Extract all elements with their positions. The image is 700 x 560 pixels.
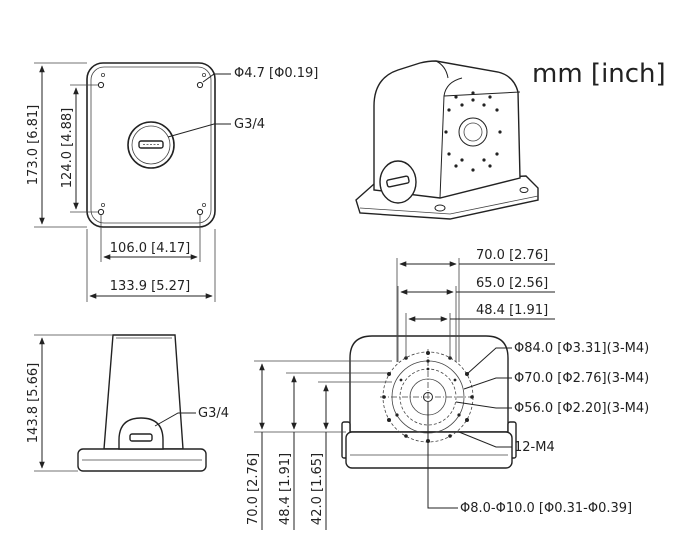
front-center-hole-label: Φ8.0-Φ10.0 [Φ0.31-Φ0.39] [460,501,632,516]
front-pcd84-label: Φ84.0 [Φ3.31](3-M4) [514,341,649,356]
top-height-inner-label: 124.0 [4.88] [60,108,75,188]
top-view-outline [86,62,216,228]
side-port-label: G3/4 [198,406,229,421]
iso-view [355,60,539,220]
front-base [345,431,513,469]
front-body [349,335,509,433]
front-h70-label: 70.0 [2.76] [246,453,261,525]
mount-hole [196,81,204,89]
front-w70-label: 70.0 [2.76] [476,248,548,263]
front-view: 70.0 [2.76] 65.0 [2.56] 48.4 [1.91] Φ84.… [246,248,649,530]
front-h48-label: 48.4 [1.91] [278,453,293,525]
front-thread-label: 12-M4 [514,440,555,455]
front-w48-label: 48.4 [1.91] [476,303,548,318]
top-port-label: G3/4 [234,117,265,132]
mount-hole [196,208,204,216]
iso-body [373,60,521,199]
front-pcd70-label: Φ70.0 [Φ2.76](3-M4) [514,371,649,386]
mount-hole [97,81,105,89]
front-w65-label: 65.0 [2.56] [476,276,548,291]
side-view: G3/4 143.8 [5.66] [26,334,229,472]
port-outer [127,121,175,169]
top-view: Φ4.7 [Φ0.19] G3/4 173.0 [6.81] 124.0 [4.… [26,62,318,302]
side-height-label: 143.8 [5.66] [26,363,41,443]
front-h42-label: 42.0 [1.65] [310,453,325,525]
top-width-outer-label: 133.9 [5.27] [110,279,190,294]
top-width-inner-label: 106.0 [4.17] [110,241,190,256]
units-label: mm [inch] [532,59,666,89]
top-height-outer-label: 173.0 [6.81] [26,105,41,185]
front-pcd56-label: Φ56.0 [Φ2.20](3-M4) [514,401,649,416]
top-hole-dia-label: Φ4.7 [Φ0.19] [234,66,318,81]
mount-hole [97,208,105,216]
